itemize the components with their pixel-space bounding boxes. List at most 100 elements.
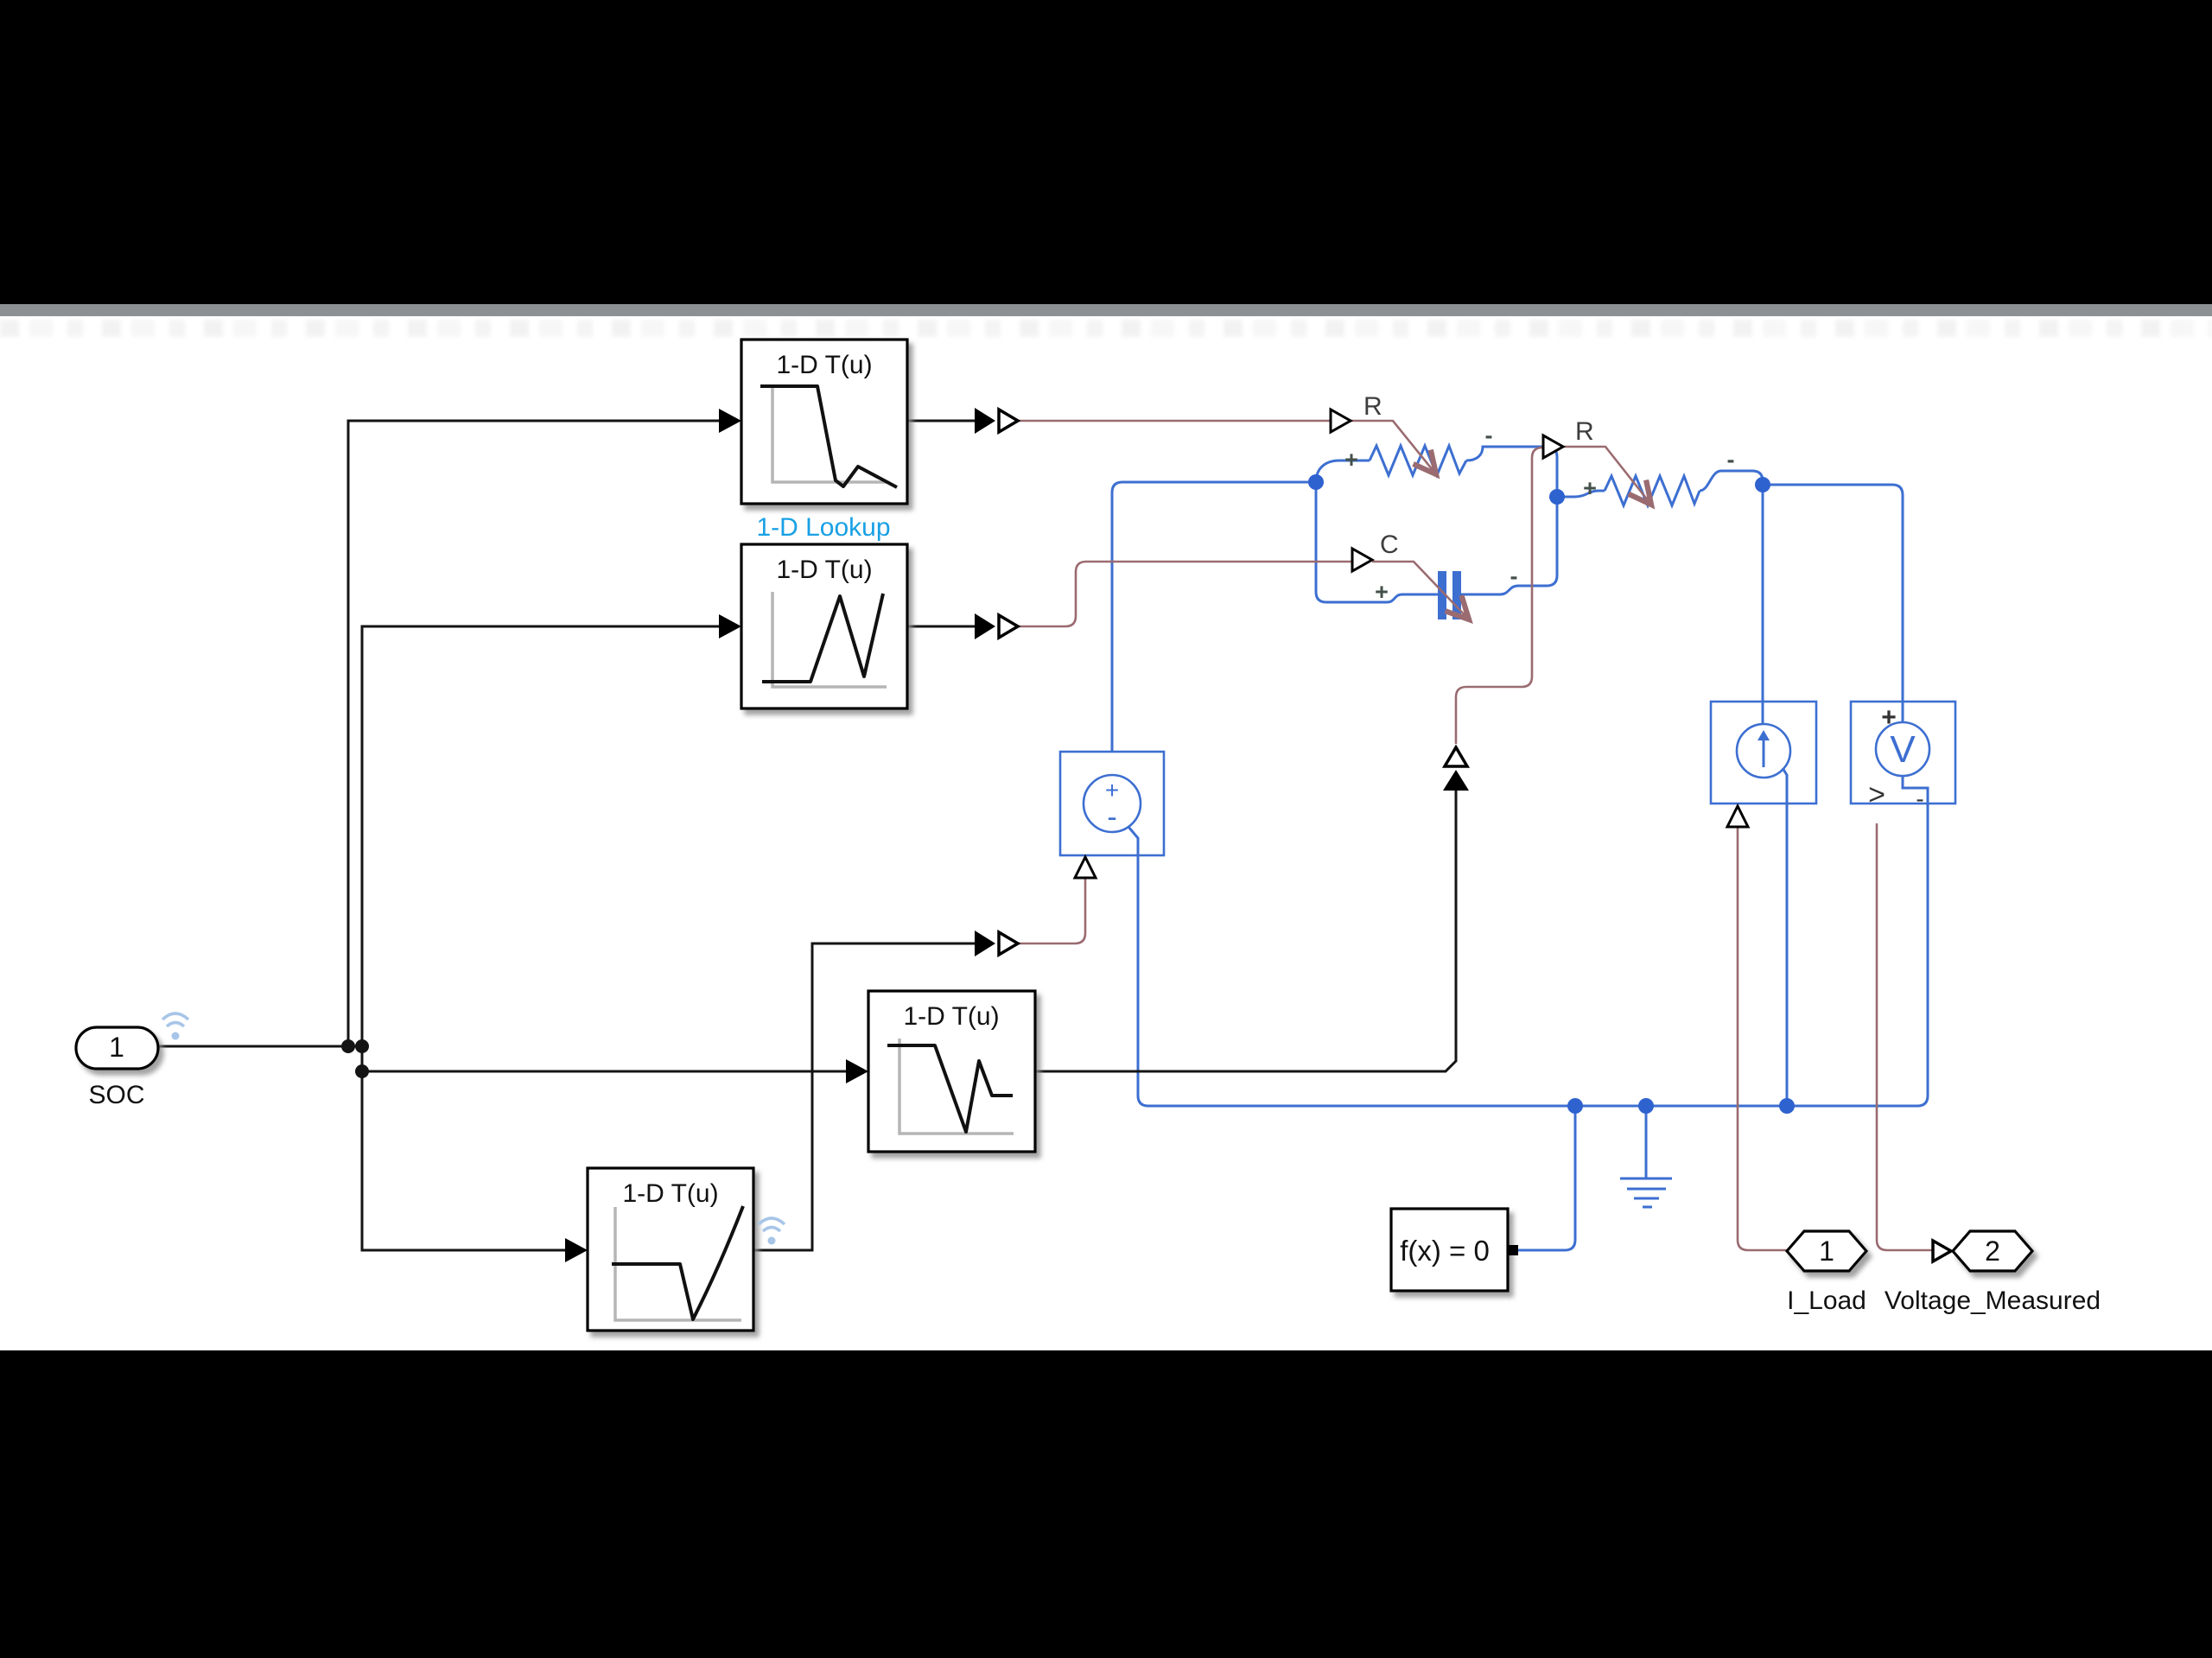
lookup1-title: 1-D T(u) — [776, 351, 872, 379]
soc-inport[interactable]: 1 SOC — [74, 1012, 190, 1109]
ps-wire-lookup3-to-r2[interactable] — [1454, 446, 1543, 744]
lookup4-logging-badge-icon[interactable] — [757, 1217, 786, 1245]
converter-1[interactable] — [975, 406, 1021, 435]
resistor2-zigzag[interactable] — [1603, 472, 1701, 509]
wire-r1-plus[interactable] — [1314, 459, 1370, 483]
wire-rail-to-voltage-sensor[interactable] — [1763, 483, 1904, 722]
solver-text: f(x) = 0 — [1400, 1235, 1490, 1267]
lookup1-curve-icon — [760, 384, 898, 489]
branch-junction-dots — [341, 474, 1795, 1114]
ground-symbol[interactable] — [1620, 1177, 1672, 1209]
voltage-measured-port[interactable]: 2 Voltage_Measured — [1885, 1229, 2101, 1315]
variable-element-ports[interactable]: R + - C + - R + - — [1329, 392, 1735, 605]
cap-minus: - — [1510, 563, 1518, 589]
soc-port-number: 1 — [109, 1032, 124, 1063]
block-input-arrows — [565, 409, 868, 1262]
r2-minus: - — [1727, 447, 1735, 473]
lookup4-block[interactable]: 1-D T(u) — [586, 1166, 755, 1332]
voltage-sensor-minus: - — [1916, 785, 1923, 812]
toolbar-artifact-strip — [0, 320, 2212, 337]
wire-cap-plus[interactable] — [1314, 482, 1439, 604]
ps-wire-current-sensor-to-iload[interactable] — [1736, 827, 1787, 1252]
solver-configuration-block[interactable]: f(x) = 0 — [1389, 1207, 1518, 1293]
r1-minus: - — [1485, 422, 1493, 448]
cap-control-arrow — [1372, 560, 1469, 619]
wire-lookup3-to-converter[interactable] — [1035, 791, 1458, 1073]
wire-r2-minus[interactable] — [1699, 469, 1764, 492]
ps-wire-voltage-sensor-to-port[interactable] — [1875, 823, 1933, 1252]
r1-ps-input-port[interactable] — [1329, 407, 1354, 435]
voltage-measured-port-number: 2 — [1985, 1236, 2000, 1267]
lookup4-curve-icon — [612, 1205, 745, 1321]
iload-port-label[interactable]: I_Load — [1787, 1286, 1866, 1315]
vsource-plus: + — [1105, 777, 1119, 804]
wire-bottom-bus[interactable] — [1136, 776, 1929, 1108]
ps-wire-lookup4-to-vsource[interactable] — [1018, 878, 1087, 945]
soc-port-label[interactable]: SOC — [88, 1081, 144, 1109]
converter-2[interactable] — [975, 612, 1021, 641]
voltage-sensor-block[interactable]: V + > - — [1849, 700, 1957, 812]
voltage-sensor-plus: + — [1881, 703, 1897, 732]
current-sensor-ps-output-port[interactable] — [1725, 803, 1751, 829]
wire-cap-minus[interactable] — [1461, 497, 1559, 596]
ps-wire-lookup2-to-cap[interactable] — [1018, 560, 1352, 628]
soc-logging-badge-icon[interactable] — [161, 1012, 190, 1040]
lookup2-block[interactable]: 1-D T(u) — [740, 543, 909, 710]
lookup3-input-arrow — [846, 1059, 868, 1083]
r2-plus: + — [1583, 475, 1597, 501]
wire-branch-lookup2[interactable] — [360, 625, 719, 1046]
simulink-ps-converters[interactable] — [975, 406, 1471, 958]
lookup2-input-arrow — [719, 614, 741, 638]
lookup3-block[interactable]: 1-D T(u) — [867, 989, 1037, 1153]
lookup4-title: 1-D T(u) — [622, 1179, 718, 1208]
r2-control-arrow — [1563, 445, 1651, 505]
lookup4-input-arrow — [565, 1238, 588, 1262]
lookup3-title: 1-D T(u) — [903, 1002, 999, 1031]
cap-plus: + — [1375, 579, 1389, 605]
voltage-measured-port-label[interactable]: Voltage_Measured — [1885, 1286, 2101, 1315]
wire-r2-plus[interactable] — [1557, 489, 1605, 499]
r1-control-arrow — [1351, 419, 1436, 474]
vsource-ps-input-port[interactable] — [1072, 854, 1098, 880]
lookup1-input-arrow — [719, 409, 741, 433]
r2-ps-input-port[interactable] — [1541, 433, 1567, 461]
vsource-minus: - — [1107, 801, 1116, 834]
wire-branch-lookup1[interactable] — [346, 419, 719, 1046]
simulink-signal-wires[interactable] — [158, 419, 1458, 1252]
voltage-sensor-ps-marker: > — [1868, 778, 1885, 811]
lookup1-name-label[interactable]: 1-D Lookup — [756, 513, 890, 542]
converter-3[interactable] — [1441, 744, 1471, 791]
wire-lookup4-to-converter[interactable] — [753, 942, 976, 1252]
current-sensor-arrow-icon — [1758, 730, 1770, 740]
r1-plus: + — [1344, 447, 1358, 473]
wire-solver-tap[interactable] — [1518, 1106, 1577, 1252]
window-divider-bar — [0, 304, 2212, 316]
lookup1-block[interactable]: 1-D T(u) 1-D Lookup — [740, 338, 909, 542]
wire-vsource-top[interactable] — [1110, 480, 1316, 752]
r1-port-label: R — [1363, 392, 1382, 421]
wire-current-sensor-stub[interactable] — [1781, 767, 1789, 804]
cap-ps-input-port[interactable] — [1351, 546, 1376, 574]
bottom-letterbox-bar — [0, 1350, 2212, 1658]
top-letterbox-bar — [0, 0, 2212, 304]
wire-branch-lookup4[interactable] — [360, 1046, 565, 1252]
voltage-measured-input-arrow — [1931, 1237, 1955, 1265]
iload-port[interactable]: 1 I_Load — [1784, 1229, 1869, 1315]
physical-signal-wires[interactable] — [1018, 419, 1933, 1252]
lookup2-title: 1-D T(u) — [776, 556, 872, 584]
current-sensor-block[interactable] — [1709, 700, 1818, 829]
capacitor-plate-right[interactable] — [1452, 571, 1461, 619]
lookup3-curve-icon — [887, 1044, 1013, 1134]
solver-port[interactable] — [1508, 1245, 1518, 1255]
r2-port-label: R — [1575, 417, 1594, 446]
model-canvas[interactable] — [0, 316, 2212, 1350]
iload-port-number: 1 — [1819, 1236, 1834, 1267]
converter-4[interactable] — [975, 929, 1021, 958]
electrical-network-wires[interactable] — [1110, 441, 1929, 1252]
controlled-voltage-source-block[interactable]: + - — [1058, 750, 1166, 880]
voltage-sensor-letter: V — [1890, 728, 1916, 771]
lookup2-curve-icon — [762, 593, 885, 683]
capacitor-plate-left[interactable] — [1438, 571, 1446, 619]
